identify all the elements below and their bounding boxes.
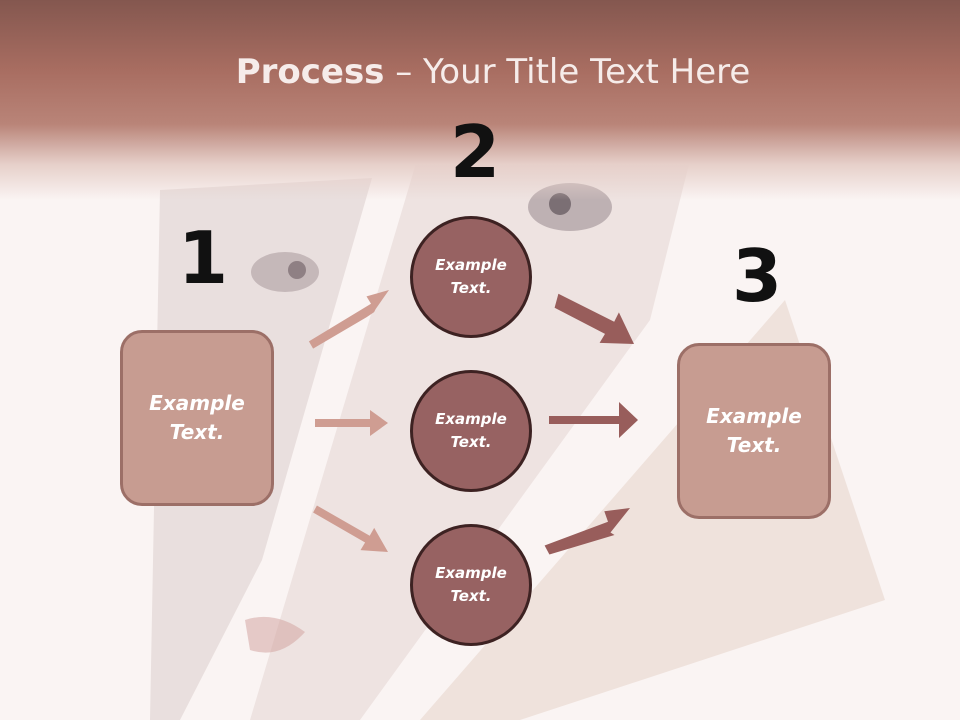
step-number-1: 1 [178,216,229,300]
arrow-box1-to-circle-top [308,290,389,349]
step-1-text-line2: Text. [169,420,225,444]
title-rest: – Your Title Text Here [384,52,751,92]
step-1-box: Example Text. [120,330,274,506]
step-number-2: 2 [450,110,501,194]
arrow-circle-middle-to-box3 [549,402,638,438]
circle-bottom-text-line1: Example [435,564,507,582]
step-2-circle-bottom: Example Text. [410,524,532,646]
circle-middle-text-line2: Text. [450,433,492,451]
title-bold: Process [235,52,385,92]
circle-middle-text-line1: Example [435,410,507,428]
slide-title: Process – Your Title Text Here [0,52,960,92]
step-3-text-line2: Text. [726,433,782,457]
header-band [0,0,960,200]
arrow-box1-to-circle-middle [315,410,388,436]
arrow-circle-bottom-to-box3 [544,508,630,555]
circle-bottom-text-line2: Text. [450,587,492,605]
bg-lips [245,616,305,653]
bg-pupil-left [288,261,306,279]
circle-top-text-line1: Example [435,256,507,274]
arrow-box1-to-circle-bottom [313,505,388,552]
step-2-circle-middle: Example Text. [410,370,532,492]
step-number-3: 3 [732,234,783,318]
step-1-text-line1: Example [149,391,245,415]
bg-eye-left [251,252,319,292]
arrow-circle-top-to-box3 [554,293,634,344]
step-3-text-line1: Example [706,404,802,428]
step-2-circle-top: Example Text. [410,216,532,338]
circle-top-text-line2: Text. [450,279,492,297]
step-3-box: Example Text. [677,343,831,519]
